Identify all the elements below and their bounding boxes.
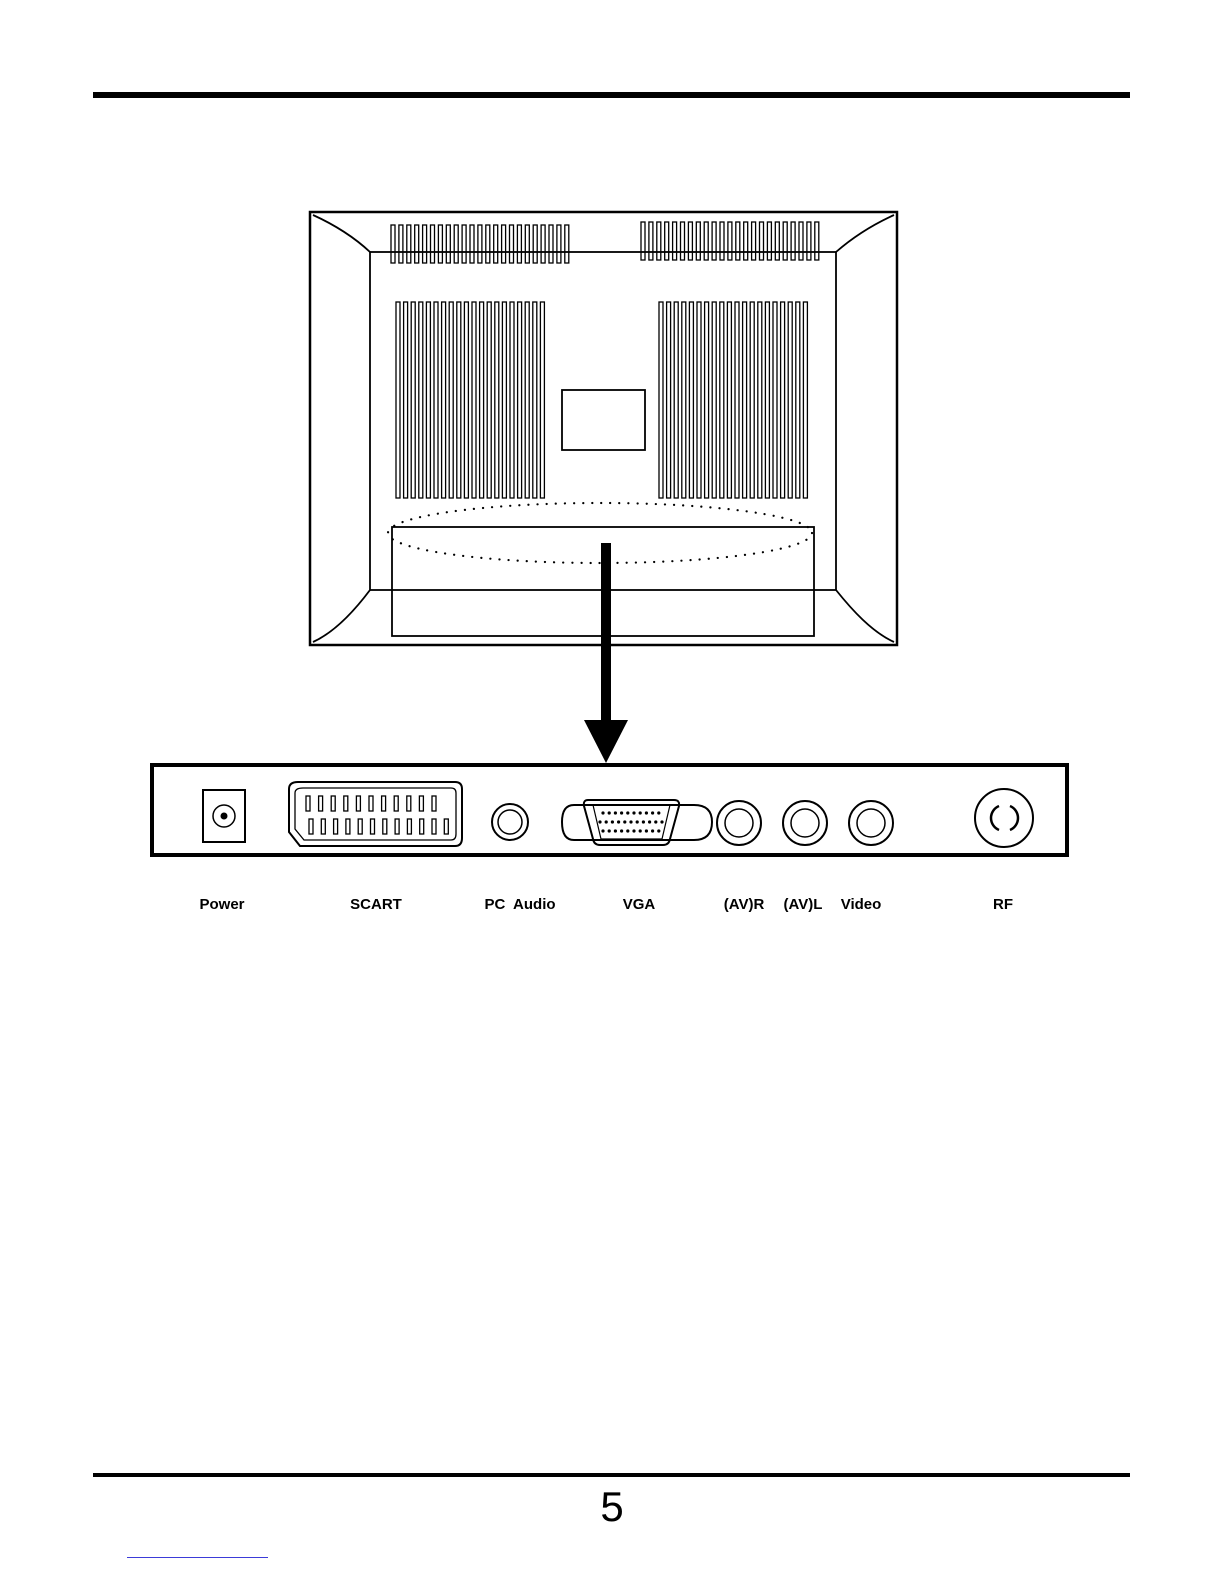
av-r-jack-icon xyxy=(717,801,761,845)
power-jack-icon xyxy=(203,790,245,842)
ventilation-slots xyxy=(391,222,819,498)
footer-link-underline xyxy=(127,1557,268,1558)
port-label-pc-audio: PC Audio xyxy=(484,896,555,914)
down-arrow-icon xyxy=(584,543,628,763)
rf-connector-icon xyxy=(975,789,1033,847)
port-label-scart: SCART xyxy=(350,896,402,914)
port-label-video: Video xyxy=(841,896,882,914)
scart-connector-icon xyxy=(289,782,462,846)
footer-rule xyxy=(93,1473,1130,1477)
port-label-power: Power xyxy=(199,896,244,914)
pc-audio-jack-icon xyxy=(492,804,528,840)
page-number: 5 xyxy=(600,1484,623,1530)
vga-connector-icon xyxy=(562,800,712,845)
port-label-av-r: (AV)R xyxy=(724,896,765,914)
port-label-rf: RF xyxy=(993,896,1013,914)
port-label-vga: VGA xyxy=(623,896,656,914)
video-jack-icon xyxy=(849,801,893,845)
av-l-jack-icon xyxy=(783,801,827,845)
port-label-av-l: (AV)L xyxy=(784,896,823,914)
connector-panel xyxy=(152,765,1067,855)
